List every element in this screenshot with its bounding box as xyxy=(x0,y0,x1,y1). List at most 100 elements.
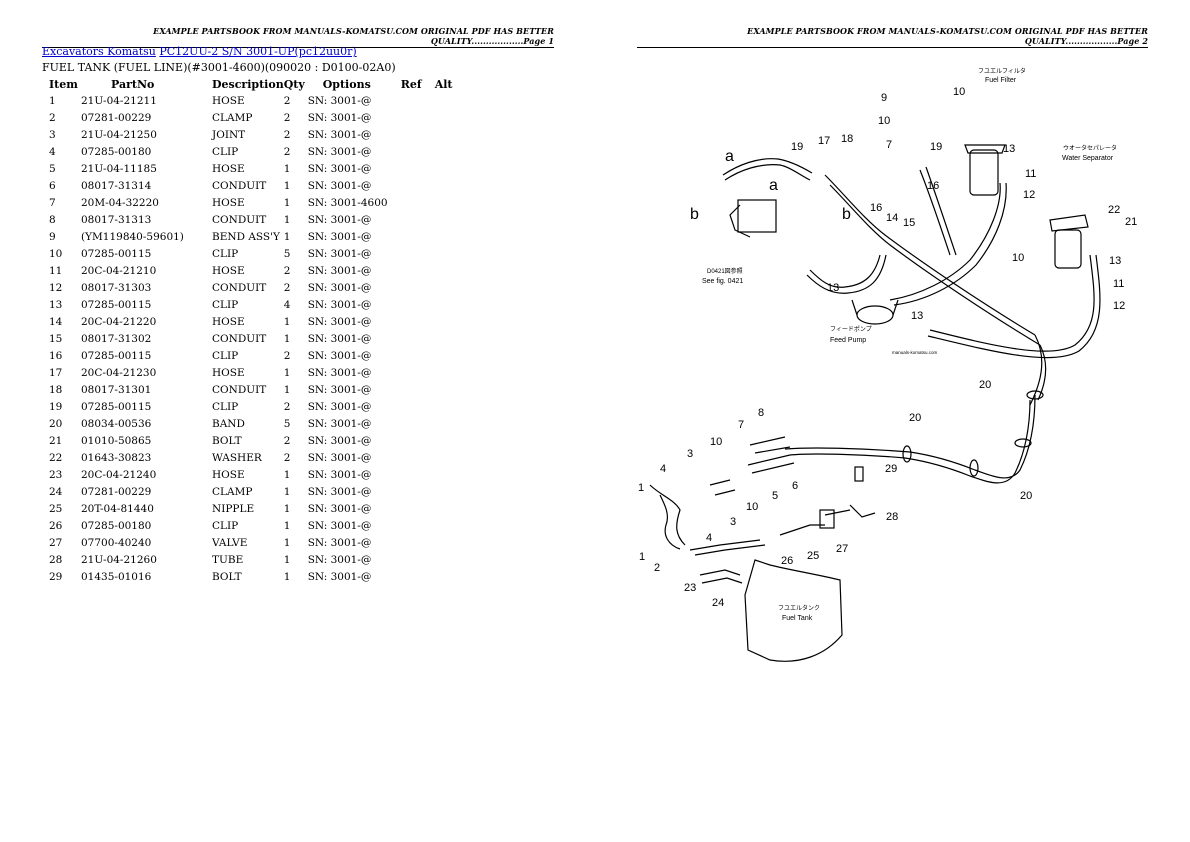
cell-item: 28 xyxy=(49,553,63,566)
cell-ref xyxy=(401,449,435,466)
cell-options: SN: 3001-@ xyxy=(307,434,372,447)
see-fig-label: See fig. 0421 xyxy=(702,278,743,285)
callout-number: 7 xyxy=(738,419,744,431)
callout-number: 9 xyxy=(881,92,887,104)
cell-partno: 20T-04-81440 xyxy=(81,502,154,515)
cell-ref xyxy=(401,381,435,398)
callout-number: 19 xyxy=(791,141,803,153)
cell-partno: 21U-04-21260 xyxy=(81,553,157,566)
cell-partno: 08034-00536 xyxy=(81,417,152,430)
callout-number: 6 xyxy=(792,480,798,492)
cell-item: 1 xyxy=(49,94,56,107)
cell-ref xyxy=(401,126,435,143)
cell-qty: 1 xyxy=(283,468,291,481)
cell-alt xyxy=(435,211,453,228)
cell-partno: 08017-31301 xyxy=(81,383,152,396)
water-separator-label: Water Separator xyxy=(1062,155,1114,162)
cell-item: 19 xyxy=(49,400,63,413)
cell-partno: 20C-04-21230 xyxy=(81,366,157,379)
cell-ref xyxy=(401,347,435,364)
callout-number: a xyxy=(769,177,778,194)
cell-options: SN: 3001-@ xyxy=(307,145,372,158)
callout-number: 27 xyxy=(836,543,848,555)
cell-partno: 07285-00115 xyxy=(81,298,152,311)
callout-number: a xyxy=(725,148,734,165)
callout-number: 19 xyxy=(930,141,942,153)
callout-number: 7 xyxy=(886,139,892,151)
cell-qty: 2 xyxy=(283,264,291,277)
cell-partno: 21U-04-21250 xyxy=(81,128,157,141)
cell-partno: 07285-00115 xyxy=(81,349,152,362)
cell-partno: 21U-04-21211 xyxy=(81,94,157,107)
cell-description: CONDUIT xyxy=(212,383,267,396)
cell-description: CONDUIT xyxy=(212,213,267,226)
cell-item: 2 xyxy=(49,111,56,124)
breadcrumb-link-model[interactable]: PC12UU-2 S/N 3001-UP(pc12uu0r) xyxy=(159,45,357,58)
cell-item: 15 xyxy=(49,332,63,345)
breadcrumb-link-category[interactable]: Excavators Komatsu xyxy=(42,45,156,58)
callout-number: 8 xyxy=(758,407,764,419)
breadcrumb: Excavators Komatsu PC12UU-2 S/N 3001-UP(… xyxy=(42,45,357,58)
cell-item: 9 xyxy=(49,230,56,243)
water-separator-bowl xyxy=(1054,229,1082,269)
cell-partno: 01010-50865 xyxy=(81,434,152,447)
cell-options: SN: 3001-@ xyxy=(307,94,372,107)
cell-alt xyxy=(435,177,453,194)
cell-description: CLIP xyxy=(212,349,239,362)
cell-alt xyxy=(435,381,453,398)
cell-description: HOSE xyxy=(212,94,245,107)
callout-number: 10 xyxy=(746,501,758,513)
cell-options: SN: 3001-@ xyxy=(307,179,372,192)
cell-ref xyxy=(401,398,435,415)
col-alt-header: Alt xyxy=(434,78,453,91)
cell-description: CONDUIT xyxy=(212,332,267,345)
callout-number: b xyxy=(842,206,851,223)
callout-number: 26 xyxy=(781,555,793,567)
callout-number: 13 xyxy=(911,310,923,322)
callout-number: 13 xyxy=(1003,143,1015,155)
cell-item: 11 xyxy=(49,264,63,277)
cell-description: WASHER xyxy=(212,451,262,464)
callout-number: 4 xyxy=(660,463,666,475)
cell-alt xyxy=(435,398,453,415)
cell-qty: 2 xyxy=(283,349,291,362)
cell-item: 17 xyxy=(49,366,63,379)
callout-number: 3 xyxy=(687,448,693,460)
cell-ref xyxy=(401,109,435,126)
callout-number: 20 xyxy=(1020,490,1032,502)
callout-number: 21 xyxy=(1125,216,1137,228)
callout-number: 15 xyxy=(903,217,915,229)
cell-description: CLIP xyxy=(212,145,239,158)
cell-options: SN: 3001-@ xyxy=(307,485,372,498)
callout-number: 10 xyxy=(1012,252,1024,264)
cell-item: 13 xyxy=(49,298,63,311)
cell-partno: 08017-31314 xyxy=(81,179,152,192)
callout-number: 10 xyxy=(710,436,722,448)
cell-item: 6 xyxy=(49,179,56,192)
cell-description: JOINT xyxy=(212,128,246,141)
cell-ref xyxy=(401,534,435,551)
cell-ref xyxy=(401,483,435,500)
cell-qty: 1 xyxy=(283,315,291,328)
cell-ref xyxy=(401,177,435,194)
cell-ref xyxy=(401,330,435,347)
callout-number: 20 xyxy=(979,379,991,391)
fuel-filter-label: Fuel Filter xyxy=(985,77,1017,84)
cell-options: SN: 3001-@ xyxy=(307,111,372,124)
cell-alt xyxy=(435,568,453,585)
cell-ref xyxy=(401,500,435,517)
cell-alt xyxy=(435,347,453,364)
cell-partno: 07700-40240 xyxy=(81,536,152,549)
cell-alt xyxy=(435,500,453,517)
cell-alt xyxy=(435,364,453,381)
